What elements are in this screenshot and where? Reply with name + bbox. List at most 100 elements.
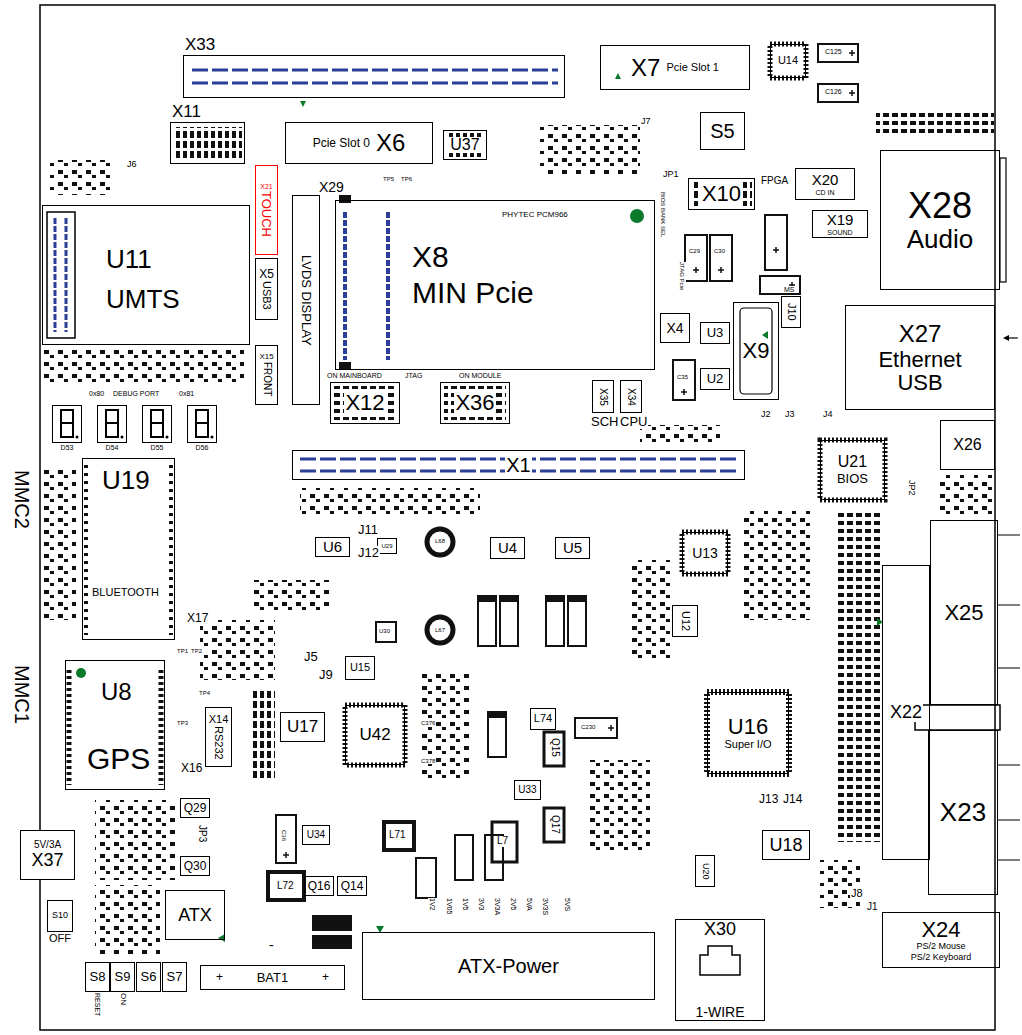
seven-segment-display xyxy=(211,436,214,439)
component-label: ON xyxy=(117,993,127,1005)
capacitor-symbol xyxy=(488,712,506,757)
component-label: SOUND xyxy=(826,229,853,236)
smd-pad-field xyxy=(334,386,396,420)
silkscreen-label: TP1 xyxy=(176,648,189,654)
capacitor-symbol xyxy=(681,389,687,395)
component-label: U14 xyxy=(777,55,799,67)
component-outline: X33 xyxy=(183,55,565,98)
component-outline: U14 xyxy=(770,44,806,78)
silkscreen-label: SCH xyxy=(590,415,619,429)
smd-pad-field xyxy=(250,690,275,780)
smd-pad-field xyxy=(250,580,330,610)
smd-pad-field xyxy=(630,560,670,660)
silkscreen-label: L72 xyxy=(276,881,295,892)
capacitor-symbol xyxy=(773,247,779,253)
component-label: U34 xyxy=(306,830,326,841)
silkscreen-label: Q15 xyxy=(548,738,561,757)
component-label: S8 xyxy=(89,970,107,984)
silkscreen-label: C36 xyxy=(280,830,288,841)
silkscreen-label: ON MODULE xyxy=(458,372,502,379)
capacitor-symbol xyxy=(546,596,564,646)
silkscreen-label: U30 xyxy=(378,628,391,634)
pin1-marker xyxy=(76,668,86,678)
component-label: U4 xyxy=(497,540,518,556)
component-label: U18 xyxy=(768,836,803,855)
inductor-symbol xyxy=(427,529,453,555)
smd-pad-field xyxy=(300,488,480,518)
connector-pins xyxy=(47,212,75,338)
component-outline: U16Super I/O xyxy=(707,692,789,774)
component-label: LVDS DISPLAY xyxy=(298,255,314,346)
smd-pad-field xyxy=(42,470,76,620)
smd-pad-field xyxy=(836,512,880,842)
silkscreen-label: 5VS xyxy=(563,898,572,911)
component-label: U21 xyxy=(837,454,868,471)
component-outline: U37 xyxy=(443,130,487,160)
pin1-marker xyxy=(630,209,644,223)
ic-package xyxy=(682,532,728,574)
component-label: U6 xyxy=(322,539,343,555)
component-label: U15 xyxy=(349,662,371,674)
capacitor-symbol xyxy=(673,360,695,400)
silkscreen-label: J2 xyxy=(760,410,772,419)
capacitor-symbol xyxy=(849,90,855,96)
component-label: X4 xyxy=(665,321,684,336)
component-outline: ATX xyxy=(165,890,225,940)
capacitor-symbol xyxy=(685,235,707,281)
ic-package xyxy=(159,670,164,785)
component-outline: Q16 xyxy=(304,876,335,896)
component-label: + xyxy=(321,971,330,984)
silkscreen-label: - xyxy=(268,938,275,953)
component-outline: U17 xyxy=(280,712,325,742)
component-label: X15 xyxy=(258,353,274,361)
component-outline: X301-WIRE xyxy=(675,919,765,1021)
silkscreen-label: FPGA xyxy=(760,176,789,187)
silkscreen-label: J12 xyxy=(357,546,380,560)
component-outline: X23 xyxy=(928,730,998,895)
inductor-symbol xyxy=(492,822,517,862)
component-outline: X28Audio xyxy=(880,150,1000,290)
capacitor-symbol xyxy=(693,267,699,273)
silkscreen-label: 2V5 xyxy=(509,898,518,910)
component-label: Ethernet USB xyxy=(859,348,981,394)
silkscreen-label: 1V05 xyxy=(445,898,454,914)
silkscreen-label: DEBUG PORT xyxy=(112,390,160,397)
component-label: X35 xyxy=(597,388,610,406)
component-label: S7 xyxy=(166,970,184,984)
component-outline: X27Ethernet USB xyxy=(845,305,995,410)
silkscreen-label: C378 xyxy=(420,758,436,764)
silkscreen-label: C125 xyxy=(824,48,843,55)
component-outline: U11UMTS xyxy=(42,205,250,345)
silkscreen-label: C35 xyxy=(676,374,689,380)
component-outline: X25 xyxy=(930,520,998,705)
component-label: X5 xyxy=(258,268,275,281)
inductor-symbol xyxy=(312,915,352,931)
connector-pins xyxy=(339,195,351,203)
component-outline: U15 xyxy=(345,656,375,680)
component-outline: X34 xyxy=(620,380,642,413)
component-label: PS/2 Mouse xyxy=(915,942,966,951)
silkscreen-label: 3V3 xyxy=(477,898,486,910)
component-label: U16 xyxy=(727,715,769,738)
inductor-symbol xyxy=(427,617,453,643)
connector-pins xyxy=(192,69,558,72)
seven-segment-display xyxy=(121,436,124,439)
silkscreen-label: CPU xyxy=(619,415,648,429)
component-outline: X10 xyxy=(688,178,755,210)
component-outline: U12 xyxy=(672,605,698,637)
silkscreen-label: BIOS BANK SEL xyxy=(659,192,667,237)
component-outline: X14RS232 xyxy=(205,707,233,767)
board-outline xyxy=(40,5,995,1030)
component-outline: X22 xyxy=(882,565,930,860)
silkscreen-label: JP2 xyxy=(906,480,917,496)
connector-pins xyxy=(65,218,68,332)
ic-package xyxy=(820,440,885,500)
component-label: ATX xyxy=(177,906,213,925)
component-outline: X7Pcie Slot 1 xyxy=(600,45,750,90)
smd-pad-field xyxy=(42,112,995,955)
component-label: FRONT xyxy=(260,362,273,396)
component-label: X27 xyxy=(898,321,943,346)
silkscreen-label: J1 xyxy=(866,902,879,913)
